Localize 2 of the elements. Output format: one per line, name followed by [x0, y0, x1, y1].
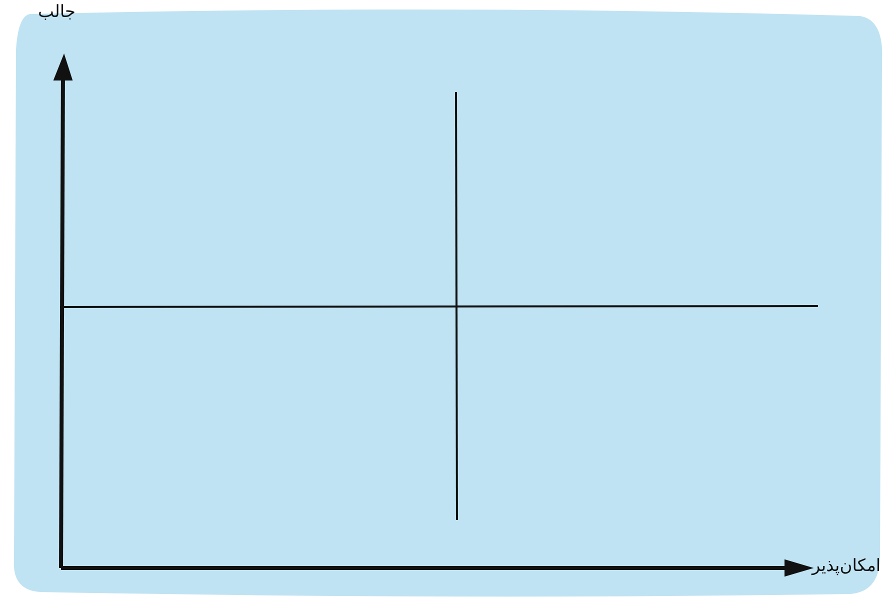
x-axis-label: امکان‌پذیر	[812, 556, 881, 576]
y-axis-label: جالب	[38, 2, 76, 22]
